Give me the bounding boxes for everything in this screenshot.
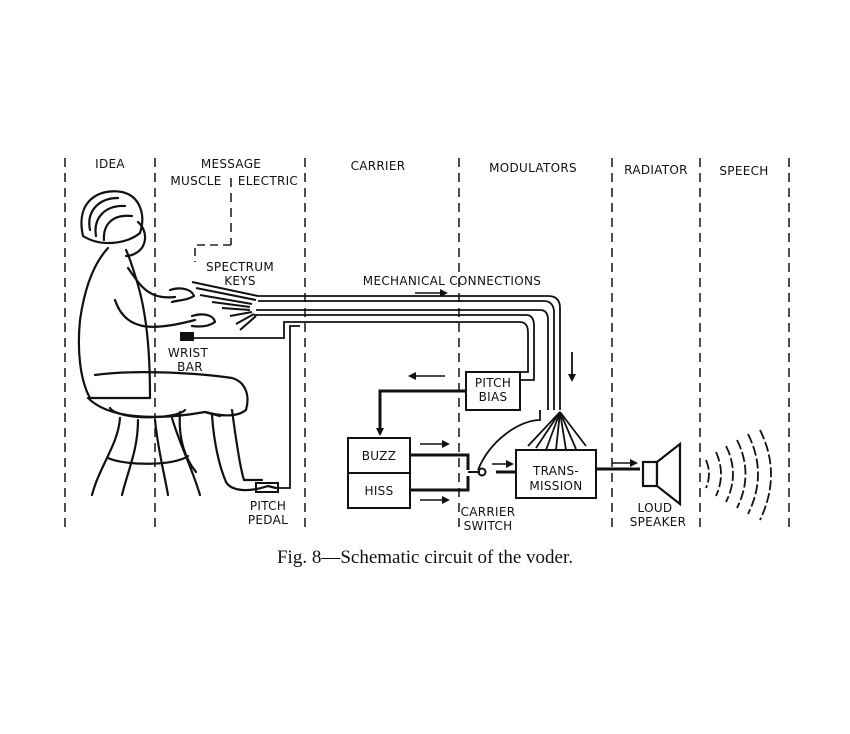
connection-outer [258,295,561,410]
speaker-driver [641,460,659,488]
operator-hand-front [190,313,217,328]
operator-shoe [224,480,278,492]
transmission-label-1: TRANS- [532,464,579,478]
operator-lap [93,371,249,417]
operator-hair-lines [88,196,134,242]
keys-fan-6 [229,311,253,317]
spectrum-keys-label-2: KEYS [224,274,256,288]
pitch-pedal-label-2: PEDAL [248,513,288,527]
speaker-cone [655,441,682,507]
hiss-output [410,476,470,492]
fan-line-2 [535,411,561,449]
carrier-switch-label-1: CARRIER [461,505,516,519]
pitch-bias-box [465,371,521,411]
connection-outer-2 [258,300,555,410]
wave-4 [736,439,747,509]
stool-legs [90,416,202,497]
operator-shin [210,413,228,484]
operator-lower-leg [230,408,264,482]
heading-message: MESSAGE [201,157,261,171]
keys-fan-4 [211,301,251,308]
operator-illustration [77,190,278,497]
pitch-bias-label-1: PITCH [475,376,511,390]
wave-2 [715,451,722,497]
buzz-output [410,453,470,470]
keys-fan-5 [221,307,251,311]
loud-speaker-label-2: SPEAKER [630,515,687,529]
mechanical-connection-lines [185,295,561,489]
wave-3 [725,445,734,503]
stool-seat [108,406,187,419]
fan-line-7 [559,411,587,447]
keys-fan-7 [235,313,255,325]
pitch-bias-to-buzz [376,389,466,436]
wrist-bar-label-2: BAR [177,360,203,374]
operator-back-arm [126,266,177,299]
buzz-box [347,437,411,474]
connection-pitch-pedal [276,325,300,489]
operator-hair [80,190,144,245]
wrist-bar [180,332,194,341]
heading-idea: IDEA [95,157,125,171]
fan-line-5 [559,411,567,451]
carrier-sources [347,437,411,509]
spectrum-keys [191,281,259,331]
transmission-box [515,449,597,499]
connection-pitch-bias [254,314,535,381]
keys-fan-1 [191,281,259,297]
operator-face [124,220,147,258]
pitch-bias-label-2: BIAS [479,390,508,404]
column-dividers [64,158,790,528]
hiss-label: HISS [365,484,394,498]
loud-speaker [641,441,682,507]
connection-carrier-switch [477,410,541,471]
operator-torso [77,246,152,400]
operator-skirt [86,396,222,418]
carrier-wires [410,453,640,492]
wave-6 [759,429,772,521]
fan-line-6 [559,411,577,450]
sound-waves [705,429,772,521]
transmission-label-2: MISSION [529,479,582,493]
carrier-switch-label-2: SWITCH [464,519,513,533]
buzz-label: BUZZ [362,449,396,463]
loud-speaker-label-1: LOUD [638,501,673,515]
wrist-bar-label-1: WRIST [168,346,209,360]
wave-5 [747,433,759,515]
wave-1 [705,459,710,489]
heading-carrier: CARRIER [351,159,406,173]
keys-fan-3 [199,294,253,305]
connection-wrist-bar [185,321,529,373]
mechanical-connections-label: MECHANICAL CONNECTIONS [363,274,541,288]
connection-middle [256,309,549,410]
stool-ring [106,454,190,465]
heading-electric: ELECTRIC [238,174,298,188]
fan-line-4 [555,411,561,451]
operator-hand-back [168,287,196,304]
operator-front-arm [113,298,197,328]
heading-speech: SPEECH [719,164,768,178]
modulator-fan [527,411,587,451]
fan-line-1 [527,411,561,447]
heading-modulators: MODULATORS [489,161,577,175]
figure-caption: Fig. 8—Schematic circuit of the voder. [276,547,573,568]
keys-fan-8 [239,315,257,331]
pitch-pedal [255,482,279,493]
spectrum-keys-label-1: SPECTRUM [206,260,274,274]
keys-fan-2 [195,287,257,301]
heading-radiator: RADIATOR [624,163,688,177]
fan-line-3 [545,411,561,451]
pitch-pedal-label-1: PITCH [250,499,286,513]
carrier-switch [468,467,487,477]
heading-muscle: MUSCLE [170,174,221,188]
